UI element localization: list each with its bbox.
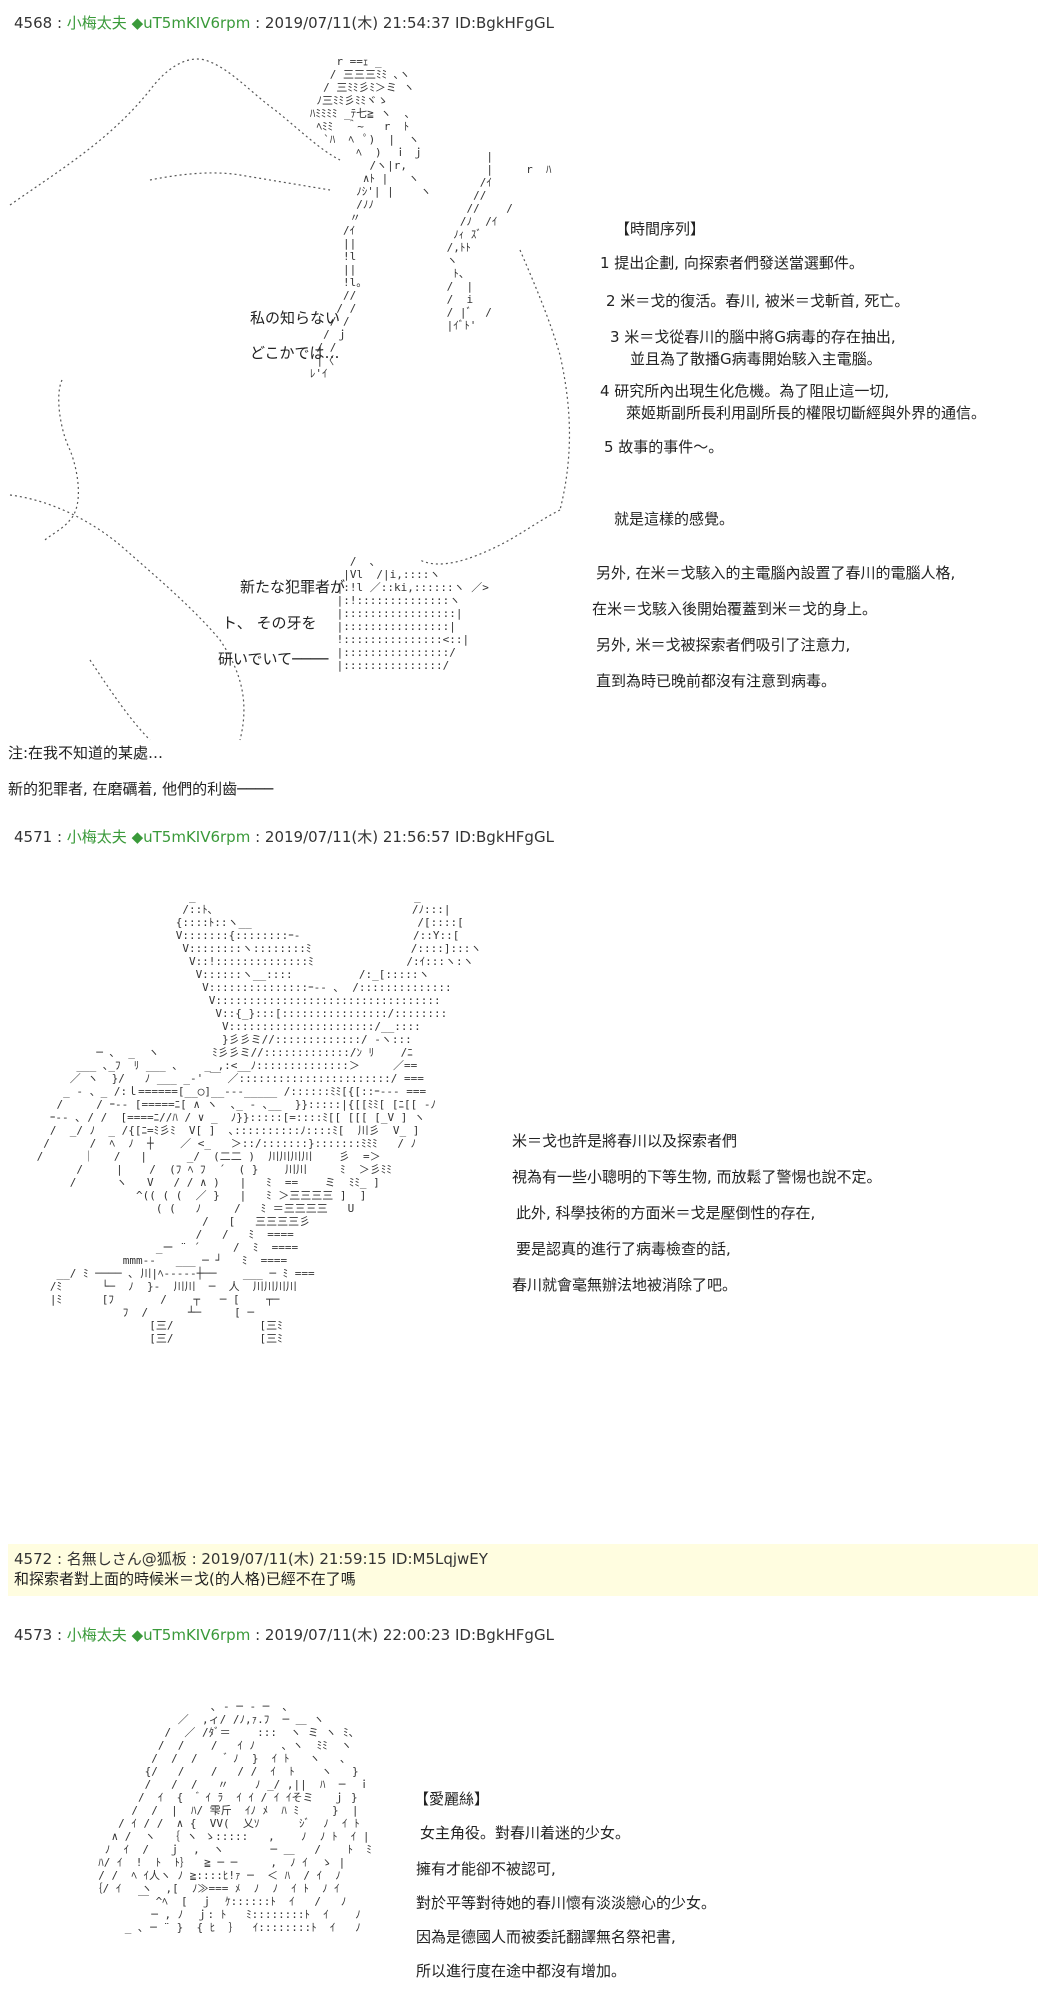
post-number[interactable]: 4573 xyxy=(14,1626,53,1644)
side-line: 直到為時已晚前都沒有注意到病毒。 xyxy=(596,672,837,690)
poster-trip: ◆uT5mKIV6rpm xyxy=(131,1626,251,1644)
side-item: 3 米＝戈從春川的腦中將G病毒的存在抽出, xyxy=(610,328,896,346)
side-item: 萊姬斯副所長利用副所長的權限切斷經與外界的通信。 xyxy=(626,404,987,422)
poster-trip: ◆uT5mKIV6rpm xyxy=(131,828,251,846)
side-item: 並且為了散播G病毒開始駭入主電腦。 xyxy=(630,350,882,368)
post-header: 4568 : 小梅太夫 ◆uT5mKIV6rpm : 2019/07/11(木)… xyxy=(14,12,554,33)
separator: : xyxy=(52,1626,67,1644)
post-number[interactable]: 4572 xyxy=(14,1550,53,1568)
separator: : xyxy=(250,828,265,846)
post-header: 4571 : 小梅太夫 ◆uT5mKIV6rpm : 2019/07/11(木)… xyxy=(14,826,554,847)
post-id[interactable]: ID:BgkHFgGL xyxy=(454,1626,554,1644)
ascii-art-hand: / ､ |Vl /|i,::::ヽ |:!l ／::ki,::::::ヽ ／> … xyxy=(336,555,489,672)
side-line: 女主角役。對春川着迷的少女。 xyxy=(420,1824,631,1842)
post-id[interactable]: ID:M5LqjwEY xyxy=(391,1550,488,1568)
ascii-art-figure: r ==ｪ _ / 三三三ﾐﾐ ､ヽ / 三ﾐﾐ彡ﾐ＞ミ ヽ ﾉ三ﾐﾐ彡ﾐﾐヾゝ… xyxy=(309,55,432,380)
art-caption: 新たな犯罪者が xyxy=(240,578,346,596)
side-title: 【愛麗絲】 xyxy=(414,1790,490,1808)
side-line: 春川就會毫無辦法地被消除了吧。 xyxy=(512,1276,738,1294)
side-item: 4 研究所內出現生化危機。為了阻止這一切, xyxy=(600,382,890,400)
side-line: 所以進行度在途中都沒有增加。 xyxy=(416,1962,627,1980)
post-highlight xyxy=(8,1544,1038,1596)
art-caption: 私の知らない xyxy=(250,309,341,327)
side-line: 擁有才能卻不被認可, xyxy=(416,1860,556,1878)
side-note: 就是這樣的感覺。 xyxy=(614,510,735,528)
post-number[interactable]: 4571 xyxy=(14,828,53,846)
side-item: 5 故事的事件～。 xyxy=(604,438,724,456)
poster-trip: ◆uT5mKIV6rpm xyxy=(131,14,251,32)
art-caption: どこかでは… xyxy=(250,344,340,362)
footer-note: 注:在我不知道的某處… xyxy=(8,744,164,762)
side-line: 米＝戈也許是將春川以及探索者們 xyxy=(512,1132,738,1150)
post-date: 2019/07/11(木) 21:54:37 xyxy=(264,14,451,32)
post-date: 2019/07/11(木) 21:56:57 xyxy=(264,828,451,846)
post-id[interactable]: ID:BgkHFgGL xyxy=(454,14,554,32)
side-line: 對於平等對待她的春川懷有淡淡戀心的少女。 xyxy=(416,1894,717,1912)
poster-name: 小梅太夫 xyxy=(66,1626,127,1644)
side-title: 【時間序列】 xyxy=(615,220,706,238)
post-date: 2019/07/11(木) 21:59:15 xyxy=(201,1550,387,1568)
side-item: 1 提出企劃, 向探索者們發送當選郵件。 xyxy=(600,254,864,272)
post-header: 4573 : 小梅太夫 ◆uT5mKIV6rpm : 2019/07/11(木)… xyxy=(14,1624,554,1645)
post-body: 和探索者對上面的時候米＝戈(的人格)已經不在了嗎 xyxy=(14,1570,356,1588)
side-line: 此外, 科學技術的方面米＝戈是壓倒性的存在, xyxy=(516,1204,816,1222)
post-4573: 4573 : 小梅太夫 ◆uT5mKIV6rpm : 2019/07/11(木)… xyxy=(0,1620,1061,2000)
separator: : xyxy=(52,14,67,32)
side-item: 2 米＝戈的復活。春川, 被米＝戈斬首, 死亡。 xyxy=(606,292,910,310)
post-id[interactable]: ID:BgkHFgGL xyxy=(454,828,554,846)
post-4568: 4568 : 小梅太夫 ◆uT5mKIV6rpm : 2019/07/11(木)… xyxy=(0,0,1061,800)
post-date: 2019/07/11(木) 22:00:23 xyxy=(264,1626,451,1644)
footer-note: 新的犯罪者, 在磨礪着, 他們的利齒──── xyxy=(8,780,274,798)
side-line: 在米＝戈駭入後開始覆蓋到米＝戈的身上。 xyxy=(592,600,878,618)
side-line: 另外, 在米＝戈駭入的主電腦內設置了春川的電腦人格, xyxy=(596,564,956,582)
post-header: 4572 : 名無しさん@狐板 : 2019/07/11(木) 21:59:15… xyxy=(14,1548,488,1569)
separator: : xyxy=(250,14,265,32)
separator: : xyxy=(250,1626,265,1644)
ascii-art-silhouette xyxy=(9,58,571,741)
art-caption: 研いでいて──── xyxy=(218,650,329,668)
ascii-art-girl: ､ - ─ ‐ ─ ､ ／ ,ィ/ /ﾉ,ｧ.ﾌ ─ ＿ ヽ / ／ /ﾀﾞ＝ … xyxy=(91,1700,372,1934)
side-line: 視為有一些小聰明的下等生物, 而放鬆了警惕也說不定。 xyxy=(512,1168,882,1186)
post-4571: 4571 : 小梅太夫 ◆uT5mKIV6rpm : 2019/07/11(木)… xyxy=(0,820,1061,1500)
poster-name: 小梅太夫 xyxy=(66,828,127,846)
side-line: 要是認真的進行了病毒檢查的話, xyxy=(516,1240,731,1258)
post-number[interactable]: 4568 xyxy=(14,14,53,32)
poster-name: 小梅太夫 xyxy=(66,14,127,32)
side-line: 因為是德國人而被委託翻譯無名祭祀書, xyxy=(416,1928,676,1946)
separator: : xyxy=(52,1550,67,1568)
separator: : xyxy=(186,1550,202,1568)
ascii-art-creature: _ _ /::ﾄ､ /ﾉ:::| {::::ﾄ::ヽ__ /[::::[ V::… xyxy=(36,890,482,1345)
ascii-art-right: | | r ﾊ /ｲ // // / /ﾉ /ｲ ﾉｨ ｽﾞ /,ﾄﾄ ヽ ﾄ、… xyxy=(446,150,552,332)
art-caption: ト、 その牙を xyxy=(222,614,317,632)
side-line: 另外, 米＝戈被探索者們吸引了注意力, xyxy=(596,636,851,654)
poster-name: 名無しさん@狐板 xyxy=(66,1550,187,1568)
separator: : xyxy=(52,828,67,846)
post-4572: 4572 : 名無しさん@狐板 : 2019/07/11(木) 21:59:15… xyxy=(0,1544,1061,1604)
